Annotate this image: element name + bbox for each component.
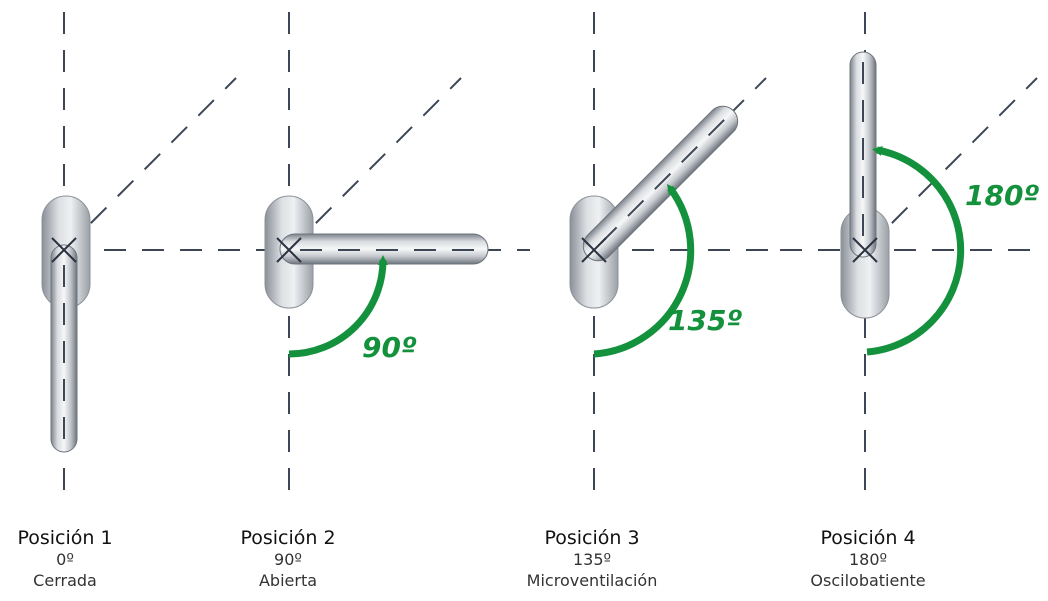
window-handle-icon	[840, 51, 890, 319]
position-4-diagram: 180º	[780, 12, 1040, 490]
position-title: Posición 4	[820, 527, 916, 549]
position-title: Posición 3	[544, 527, 640, 549]
position-angle: 180º	[848, 550, 888, 569]
angle-label-135: 135º	[668, 304, 742, 337]
guide-lines	[780, 12, 1040, 490]
angle-label-180: 180º	[965, 179, 1039, 212]
window-handle-icon	[41, 195, 91, 453]
rotation-arc-icon	[593, 183, 695, 358]
position-1-diagram	[41, 12, 330, 490]
position-state: Cerrada	[33, 571, 97, 590]
position-2-caption: Posición 2 90º Abierta	[178, 528, 398, 591]
position-angle: 0º	[56, 550, 74, 569]
position-1-caption: Posición 1 0º Cerrada	[0, 528, 175, 591]
position-state: Abierta	[258, 571, 318, 590]
position-angle: 135º	[572, 550, 612, 569]
position-state: Oscilobatiente	[810, 571, 926, 590]
rotation-arc-icon	[288, 255, 388, 358]
position-3-caption: Posición 3 135º Microventilación	[482, 528, 702, 591]
window-handle-icon	[569, 105, 739, 309]
position-title: Posición 2	[240, 527, 336, 549]
rotation-arc-icon	[866, 145, 965, 356]
position-angle: 90º	[274, 550, 302, 569]
window-handle-icon	[264, 195, 489, 309]
angle-label-90: 90º	[362, 331, 417, 364]
position-state: Microventilación	[526, 571, 658, 590]
guide-lines	[593, 12, 780, 490]
position-3-diagram: 135º	[569, 12, 780, 490]
position-4-caption: Posición 4 180º Oscilobatiente	[758, 528, 978, 591]
position-title: Posición 1	[17, 527, 113, 549]
position-2-diagram: 90º	[264, 12, 530, 490]
